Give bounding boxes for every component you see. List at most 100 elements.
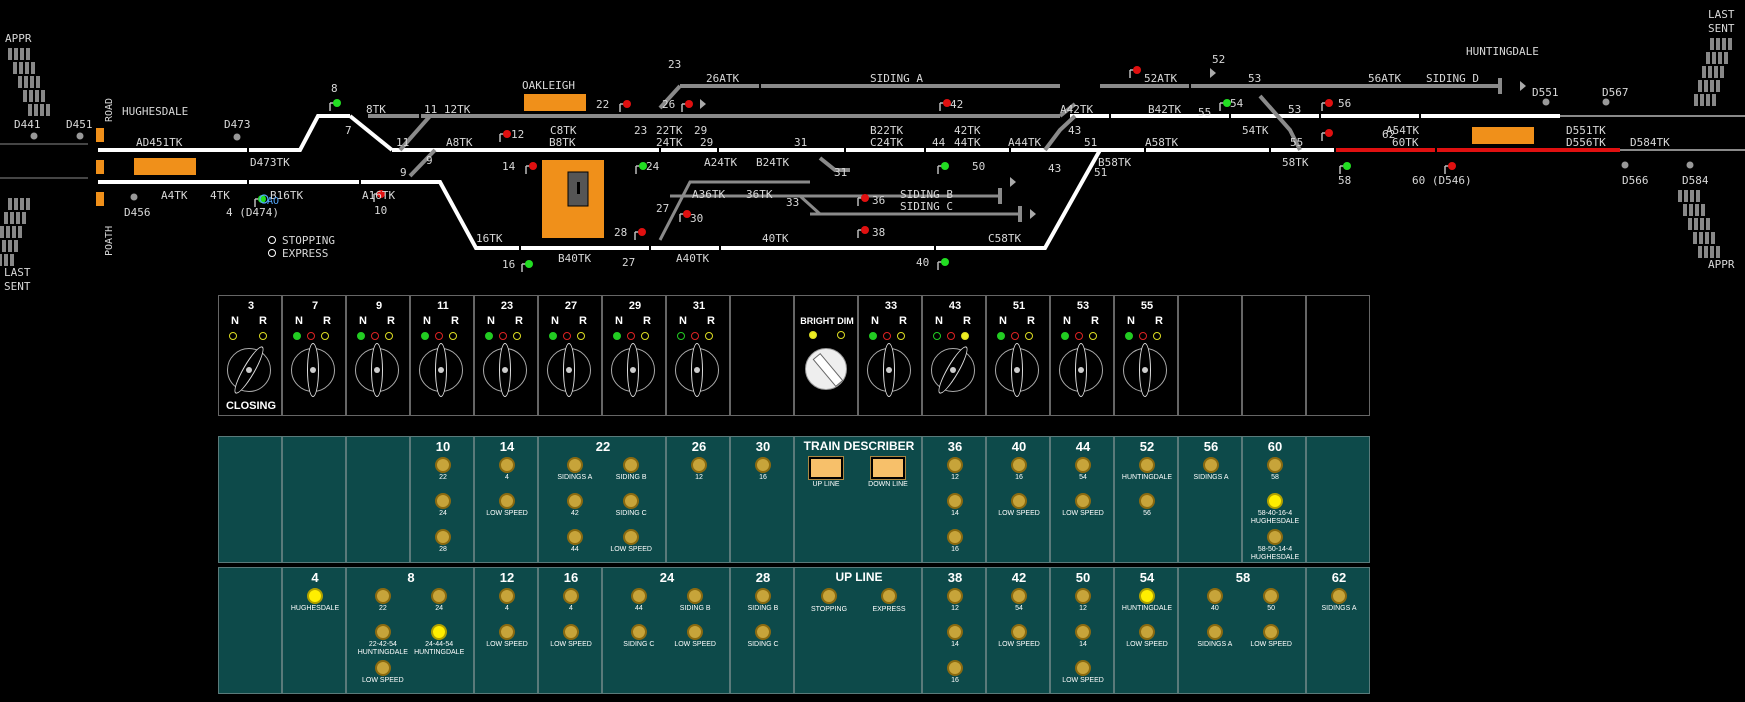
- signal-red-lamp[interactable]: [683, 210, 691, 218]
- signal-green-lamp[interactable]: [525, 260, 533, 268]
- route-button-24[interactable]: [431, 588, 448, 604]
- route-button-28[interactable]: [435, 529, 451, 545]
- route-button-hughesdale[interactable]: [307, 588, 323, 604]
- route-button-12[interactable]: [1075, 588, 1091, 604]
- signal-red-lamp[interactable]: [623, 100, 631, 108]
- dwarf-signal-lamp[interactable]: [1602, 98, 1610, 106]
- route-button-low-speed[interactable]: [499, 624, 515, 640]
- dwarf-signal-lamp[interactable]: [1686, 161, 1694, 169]
- signal-red-lamp[interactable]: [685, 100, 693, 108]
- dwarf-signal-lamp[interactable]: [233, 133, 241, 141]
- route-button-14[interactable]: [1075, 624, 1091, 640]
- route-button-sidings-a[interactable]: [1206, 624, 1223, 640]
- bright-dim-knob-handle[interactable]: [812, 352, 844, 388]
- route-button-4[interactable]: [563, 588, 579, 604]
- route-button-16[interactable]: [755, 457, 771, 473]
- signal-red-lamp[interactable]: [861, 226, 869, 234]
- route-button-16[interactable]: [1011, 457, 1027, 473]
- route-button-14[interactable]: [947, 493, 963, 509]
- route-button-22[interactable]: [435, 457, 451, 473]
- signal-red-lamp[interactable]: [861, 194, 869, 202]
- route-button-low-speed[interactable]: [499, 493, 515, 509]
- route-button-50[interactable]: [1263, 588, 1280, 604]
- dwarf-signal-lamp[interactable]: [76, 132, 84, 140]
- route-button-22[interactable]: [374, 588, 391, 604]
- route-button-58-40-16-4[interactable]: [1267, 493, 1283, 509]
- lever-knob[interactable]: [291, 343, 335, 397]
- lever-knob[interactable]: [1059, 343, 1103, 397]
- route-button-12[interactable]: [947, 457, 963, 473]
- route-button-low-speed[interactable]: [687, 624, 704, 640]
- signal-green-lamp[interactable]: [941, 162, 949, 170]
- route-button-huntingdale[interactable]: [1139, 457, 1155, 473]
- signal-green-lamp[interactable]: [941, 258, 949, 266]
- route-button-siding-b[interactable]: [687, 588, 704, 604]
- route-button-4[interactable]: [499, 588, 515, 604]
- route-button-low-speed[interactable]: [374, 660, 391, 676]
- lever-knob[interactable]: [931, 343, 975, 397]
- signal-green-lamp[interactable]: [333, 99, 341, 107]
- route-button-54[interactable]: [1011, 588, 1027, 604]
- up-line-express-button[interactable]: [881, 588, 897, 604]
- dwarf-signal-lamp[interactable]: [30, 132, 38, 140]
- lever-knob[interactable]: [547, 343, 591, 397]
- route-button-12[interactable]: [691, 457, 707, 473]
- route-button-siding-b[interactable]: [755, 588, 771, 604]
- signal-red-lamp[interactable]: [1133, 66, 1141, 74]
- signal-red-lamp[interactable]: [943, 99, 951, 107]
- signal-red-lamp[interactable]: [529, 162, 537, 170]
- route-button-low-speed[interactable]: [1011, 624, 1027, 640]
- lever-knob[interactable]: [611, 343, 655, 397]
- route-button-12[interactable]: [947, 588, 963, 604]
- lever-knob[interactable]: [227, 343, 271, 397]
- route-button-sidings-a[interactable]: [1331, 588, 1347, 604]
- route-button-low-speed[interactable]: [1139, 624, 1155, 640]
- route-button-44[interactable]: [566, 529, 583, 545]
- route-button-low-speed[interactable]: [1011, 493, 1027, 509]
- route-button-16[interactable]: [947, 660, 963, 676]
- lever-knob[interactable]: [483, 343, 527, 397]
- route-button-22-42-54[interactable]: [374, 624, 391, 640]
- describer-down-line-button[interactable]: [870, 456, 906, 480]
- route-button-low-speed[interactable]: [1075, 493, 1091, 509]
- signal-green-lamp[interactable]: [1343, 162, 1351, 170]
- signal-red-lamp[interactable]: [638, 228, 646, 236]
- lever-knob[interactable]: [419, 343, 463, 397]
- dwarf-signal-lamp[interactable]: [1621, 161, 1629, 169]
- bright-dim-knob[interactable]: [805, 348, 847, 390]
- signal-red-lamp[interactable]: [1325, 129, 1333, 137]
- dwarf-signal-lamp[interactable]: [1542, 98, 1550, 106]
- route-button-40[interactable]: [1206, 588, 1223, 604]
- lever-knob[interactable]: [355, 343, 399, 397]
- route-button-sidings-a[interactable]: [1203, 457, 1219, 473]
- up-line-stopping-button[interactable]: [821, 588, 837, 604]
- signal-red-lamp[interactable]: [377, 190, 385, 198]
- lever-knob[interactable]: [1123, 343, 1167, 397]
- route-button-low-speed[interactable]: [563, 624, 579, 640]
- signal-red-lamp[interactable]: [503, 130, 511, 138]
- route-button-siding-c[interactable]: [630, 624, 647, 640]
- route-button-siding-c[interactable]: [623, 493, 640, 509]
- route-button-14[interactable]: [947, 624, 963, 640]
- route-button-siding-b[interactable]: [623, 457, 640, 473]
- route-button-sidings-a[interactable]: [566, 457, 583, 473]
- route-button-42[interactable]: [566, 493, 583, 509]
- signal-green-lamp[interactable]: [1223, 99, 1231, 107]
- signal-green-lamp[interactable]: [639, 162, 647, 170]
- describer-up-line-button[interactable]: [808, 456, 844, 480]
- signal-red-lamp[interactable]: [1325, 99, 1333, 107]
- route-button-58[interactable]: [1267, 457, 1283, 473]
- route-button-16[interactable]: [947, 529, 963, 545]
- route-button-58-50-14-4[interactable]: [1267, 529, 1283, 545]
- lever-knob[interactable]: [995, 343, 1039, 397]
- route-button-44[interactable]: [630, 588, 647, 604]
- route-button-4[interactable]: [499, 457, 515, 473]
- dwarf-signal-lamp[interactable]: [130, 193, 138, 201]
- route-button-siding-c[interactable]: [755, 624, 771, 640]
- route-button-54[interactable]: [1075, 457, 1091, 473]
- route-button-huntingdale[interactable]: [1139, 588, 1155, 604]
- route-button-56[interactable]: [1139, 493, 1155, 509]
- route-button-24[interactable]: [435, 493, 451, 509]
- signal-red-lamp[interactable]: [1448, 162, 1456, 170]
- route-button-low-speed[interactable]: [1263, 624, 1280, 640]
